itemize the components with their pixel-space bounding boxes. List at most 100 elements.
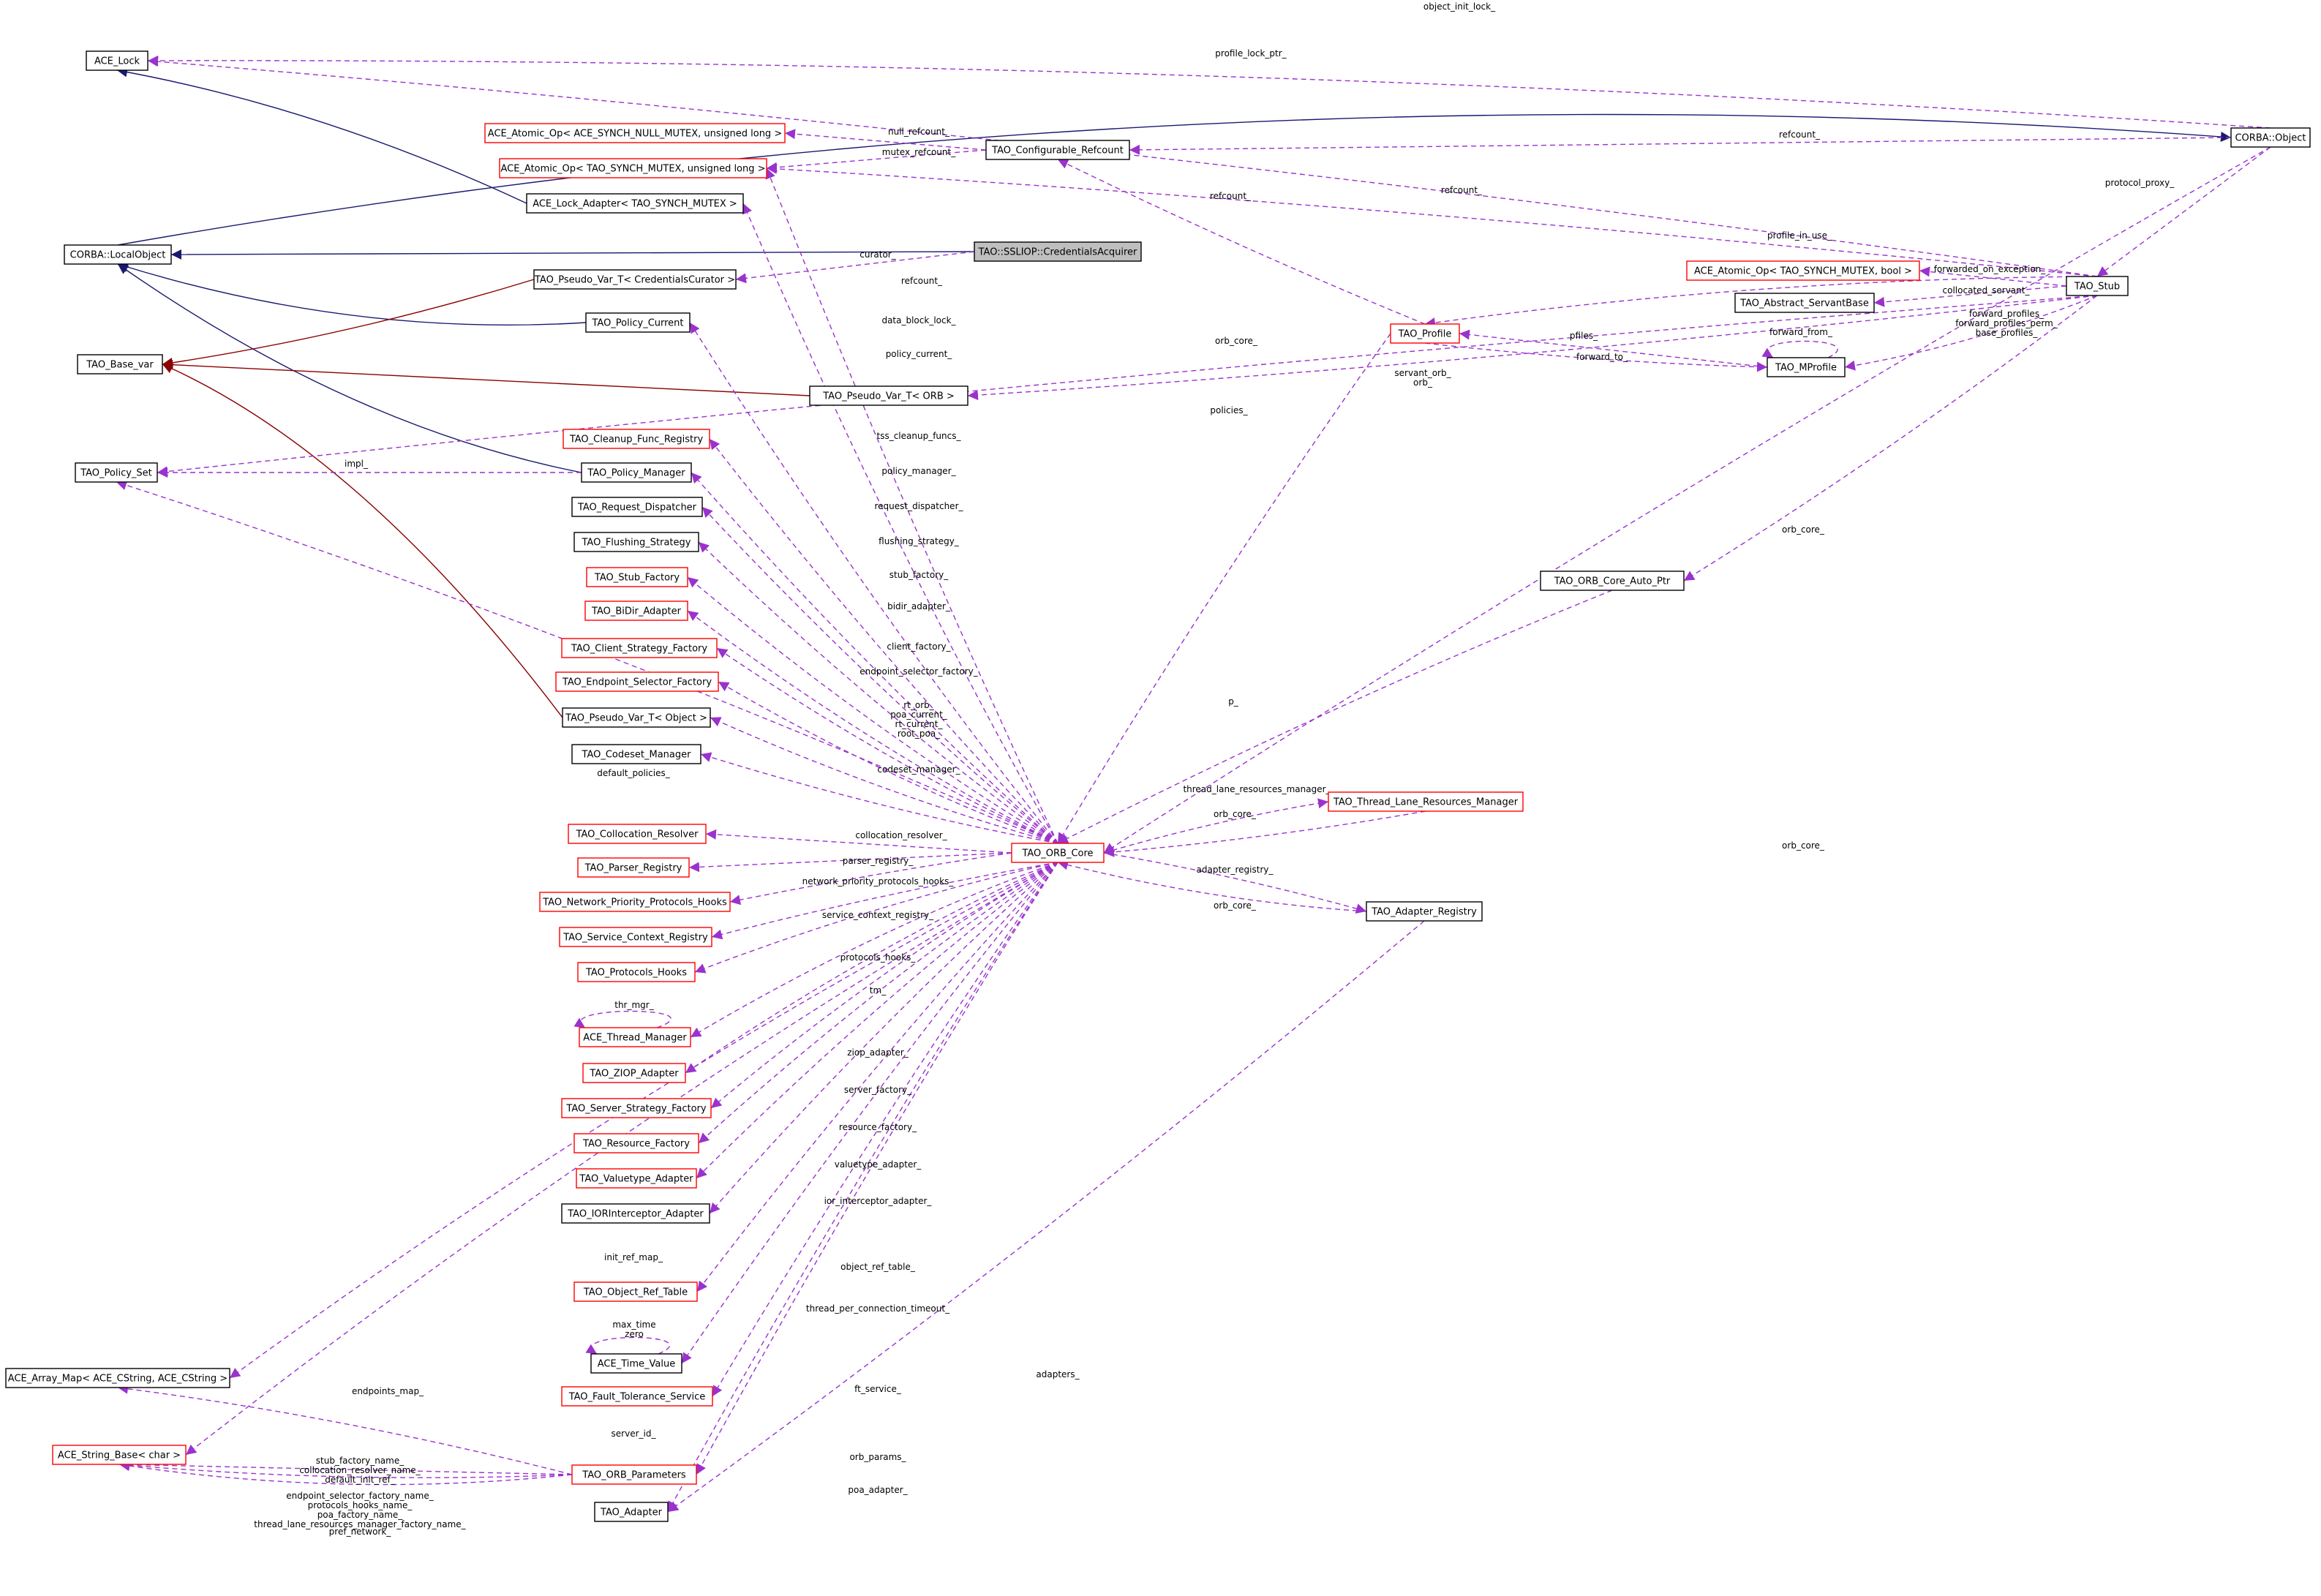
node-label: ACE_Thread_Manager — [583, 1033, 687, 1044]
class-node-servant-base[interactable]: TAO_Abstract_ServantBase — [1734, 293, 1875, 313]
class-node-orb-core[interactable]: TAO_ORB_Core — [1011, 843, 1105, 863]
edge-label: poa_factory_name_ — [317, 1510, 404, 1520]
node-box — [64, 244, 172, 265]
edge-label: policy_manager_ — [881, 466, 956, 476]
edge-label: endpoint_selector_factory_ — [859, 666, 978, 677]
edge-label: rt_current_ — [895, 719, 944, 729]
class-node-cfg-refcount[interactable]: TAO_Configurable_Refcount — [985, 140, 1130, 160]
usage-edge — [185, 862, 1058, 1456]
node-label: TAO_Parser_Registry — [584, 863, 682, 874]
class-node-corba-object[interactable]: CORBA::Object — [2230, 127, 2311, 148]
class-node-adapter-registry[interactable]: TAO_Adapter_Registry — [1366, 901, 1483, 922]
edge-label: refcount_ — [1779, 129, 1821, 140]
edge-label: profile_lock_ptr_ — [1215, 48, 1287, 59]
class-node-policy-manager[interactable]: TAO_Policy_Manager — [581, 462, 692, 483]
class-node-valuetype[interactable]: TAO_Valuetype_Adapter — [576, 1168, 697, 1189]
edge-label: forwarded_on_exception_ — [1934, 264, 2047, 274]
edge-label: forward_to_ — [1576, 352, 1628, 362]
usage-edge — [147, 56, 2098, 277]
class-node-atomic-bool[interactable]: ACE_Atomic_Op< TAO_SYNCH_MUTEX, bool > — [1686, 260, 1920, 281]
node-box — [579, 1027, 691, 1047]
class-node-thread-manager[interactable]: ACE_Thread_Manager — [579, 1027, 691, 1047]
usage-edge — [687, 576, 1058, 844]
class-node-req-dispatcher[interactable]: TAO_Request_Dispatcher — [571, 497, 703, 517]
usage-edge — [147, 55, 2271, 129]
class-node-orb-params[interactable]: TAO_ORB_Parameters — [571, 1464, 697, 1485]
node-label: TAO_Policy_Set — [80, 468, 152, 479]
node-label: TAO_Object_Ref_Table — [583, 1287, 688, 1298]
usage-edge — [709, 862, 1058, 1214]
edge-label: refcount_ — [1441, 185, 1483, 195]
class-node-pv-object[interactable]: TAO_Pseudo_Var_T< Object > — [562, 707, 711, 728]
node-label: TAO_Policy_Manager — [587, 468, 685, 479]
usage-edge — [711, 862, 1058, 940]
class-node-time-value[interactable]: ACE_Time_Value — [590, 1353, 682, 1374]
edge-label: ziop_adapter_ — [847, 1047, 909, 1058]
edge-label: thread_per_connection_timeout_ — [806, 1303, 950, 1314]
class-node-local-object[interactable]: CORBA::LocalObject — [64, 244, 172, 265]
node-box — [594, 1502, 669, 1522]
node-box — [539, 892, 731, 912]
class-node-client-strategy[interactable]: TAO_Client_Strategy_Factory — [561, 638, 718, 658]
class-node-mprofile[interactable]: TAO_MProfile — [1767, 357, 1846, 377]
class-node-ft-service[interactable]: TAO_Fault_Tolerance_Service — [561, 1386, 713, 1407]
node-box — [571, 1464, 697, 1485]
class-node-stub-factory[interactable]: TAO_Stub_Factory — [586, 567, 688, 587]
usage-edge — [690, 862, 1058, 1038]
edge-label: orb_core_ — [1214, 809, 1257, 819]
node-label: ACE_Lock — [94, 56, 140, 67]
edge-label: stub_factory_ — [889, 570, 949, 580]
class-node-bidir[interactable]: TAO_BiDir_Adapter — [584, 601, 688, 621]
class-node-server-strategy[interactable]: TAO_Server_Strategy_Factory — [561, 1098, 712, 1118]
inheritance-edge — [117, 263, 582, 473]
class-node-codeset[interactable]: TAO_Codeset_Manager — [571, 744, 701, 764]
edge-label: forward_profiles_perm_ — [1955, 318, 2058, 328]
usage-edge — [1103, 146, 2271, 854]
class-node-endpoint-selector[interactable]: TAO_Endpoint_Selector_Factory — [555, 671, 719, 692]
class-node-net-priority[interactable]: TAO_Network_Priority_Protocols_Hooks — [539, 892, 731, 912]
class-node-pv-curator[interactable]: TAO_Pseudo_Var_T< CredentialsCurator > — [533, 269, 737, 290]
class-node-lock-adapter[interactable]: ACE_Lock_Adapter< TAO_SYNCH_MUTEX > — [526, 193, 744, 214]
class-node-policy-current[interactable]: TAO_Policy_Current — [585, 312, 691, 333]
class-node-svc-context[interactable]: TAO_Service_Context_Registry — [559, 927, 712, 947]
template-instance-edge — [162, 364, 563, 718]
class-node-tao-profile[interactable]: TAO_Profile — [1390, 323, 1460, 344]
node-box — [1011, 843, 1105, 863]
class-node-atomic-mutex[interactable]: ACE_Atomic_Op< TAO_SYNCH_MUTEX, unsigned… — [499, 158, 767, 178]
usage-edge — [119, 1459, 573, 1475]
class-node-base-var[interactable]: TAO_Base_var — [77, 354, 163, 374]
node-label: TAO_Protocols_Hooks — [585, 968, 687, 979]
class-node-orb-auto-ptr[interactable]: TAO_ORB_Core_Auto_Ptr — [1540, 571, 1685, 591]
usage-edge — [698, 541, 1058, 844]
class-node-tao-adapter[interactable]: TAO_Adapter — [594, 1502, 669, 1522]
edge-label: servant_orb_ — [1394, 368, 1451, 378]
class-node-atomic-null[interactable]: ACE_Atomic_Op< ACE_SYNCH_NULL_MUTEX, uns… — [484, 123, 786, 143]
node-box — [533, 269, 737, 290]
usage-edge — [157, 295, 2098, 477]
edge-label: ior_interceptor_adapter_ — [824, 1196, 933, 1206]
usage-edge — [765, 167, 1058, 844]
node-box — [562, 707, 711, 728]
class-node-parser[interactable]: TAO_Parser_Registry — [577, 857, 690, 878]
node-box — [1328, 791, 1524, 812]
class-node-policy-set[interactable]: TAO_Policy_Set — [75, 462, 158, 483]
edge-label: root_poa_ — [898, 729, 941, 739]
class-node-pv-orb[interactable]: TAO_Pseudo_Var_T< ORB > — [809, 385, 968, 406]
class-node-ior-interceptor[interactable]: TAO_IORInterceptor_Adapter — [561, 1203, 710, 1224]
usage-edge — [1057, 159, 1426, 325]
class-node-ace-lock[interactable]: ACE_Lock — [86, 50, 148, 71]
class-node-tao-stub[interactable]: TAO_Stub — [2066, 276, 2129, 296]
class-node-thread-lane[interactable]: TAO_Thread_Lane_Resources_Manager — [1328, 791, 1524, 812]
class-node-obj-ref-table[interactable]: TAO_Object_Ref_Table — [573, 1281, 698, 1302]
class-node-array-map[interactable]: ACE_Array_Map< ACE_CString, ACE_CString … — [5, 1368, 230, 1388]
class-node-protocols-hooks[interactable]: TAO_Protocols_Hooks — [577, 962, 696, 982]
node-label: TAO_Pseudo_Var_T< CredentialsCurator > — [534, 275, 735, 286]
node-label: TAO_Stub — [2074, 282, 2120, 293]
class-node-focus[interactable]: TAO::SSLIOP::CredentialsAcquirer — [974, 241, 1142, 262]
class-node-resource-factory[interactable]: TAO_Resource_Factory — [573, 1133, 699, 1153]
class-node-ziop[interactable]: TAO_ZIOP_Adapter — [582, 1063, 686, 1083]
class-node-collocation[interactable]: TAO_Collocation_Resolver — [568, 824, 707, 844]
class-node-string-base[interactable]: ACE_String_Base< char > — [52, 1445, 187, 1465]
class-node-flushing[interactable]: TAO_Flushing_Strategy — [573, 532, 699, 552]
class-node-cleanup[interactable]: TAO_Cleanup_Func_Registry — [563, 429, 710, 449]
